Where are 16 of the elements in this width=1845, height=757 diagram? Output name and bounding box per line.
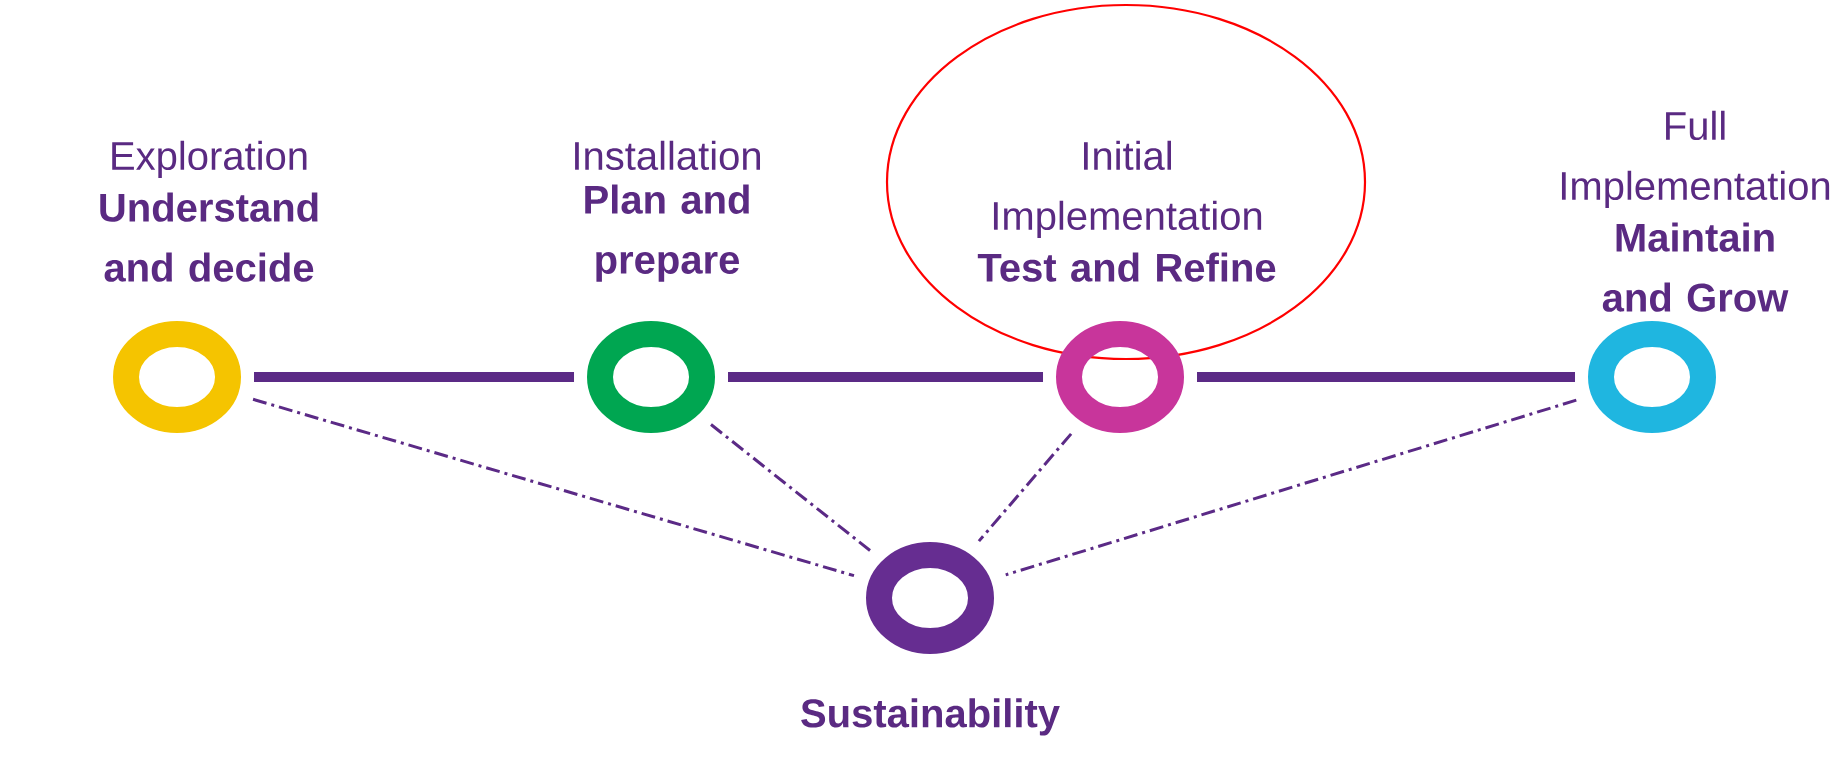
stage-title: Installation (575, 140, 760, 171)
connector-line (728, 372, 1043, 382)
connector-line (1197, 372, 1575, 382)
stage-title: Full Implementation (1561, 110, 1830, 208)
connector-line (254, 372, 574, 382)
stage-subtitle: Understand and decide (100, 192, 318, 282)
stage-subtitle: Maintain and Grow (1602, 222, 1789, 312)
stage-subtitle: Sustainability (801, 698, 1060, 736)
dash-dot-line (710, 423, 871, 552)
dash-dot-line (1005, 398, 1577, 577)
stage-subtitle: Test and Refine (977, 252, 1276, 282)
stage-title: Exploration (112, 140, 307, 178)
dash-dot-line (977, 432, 1073, 543)
stage-subtitle: Plan and prepare (585, 184, 749, 282)
stage-title: Initial Implementation (993, 140, 1262, 238)
dash-dot-line (252, 397, 855, 578)
